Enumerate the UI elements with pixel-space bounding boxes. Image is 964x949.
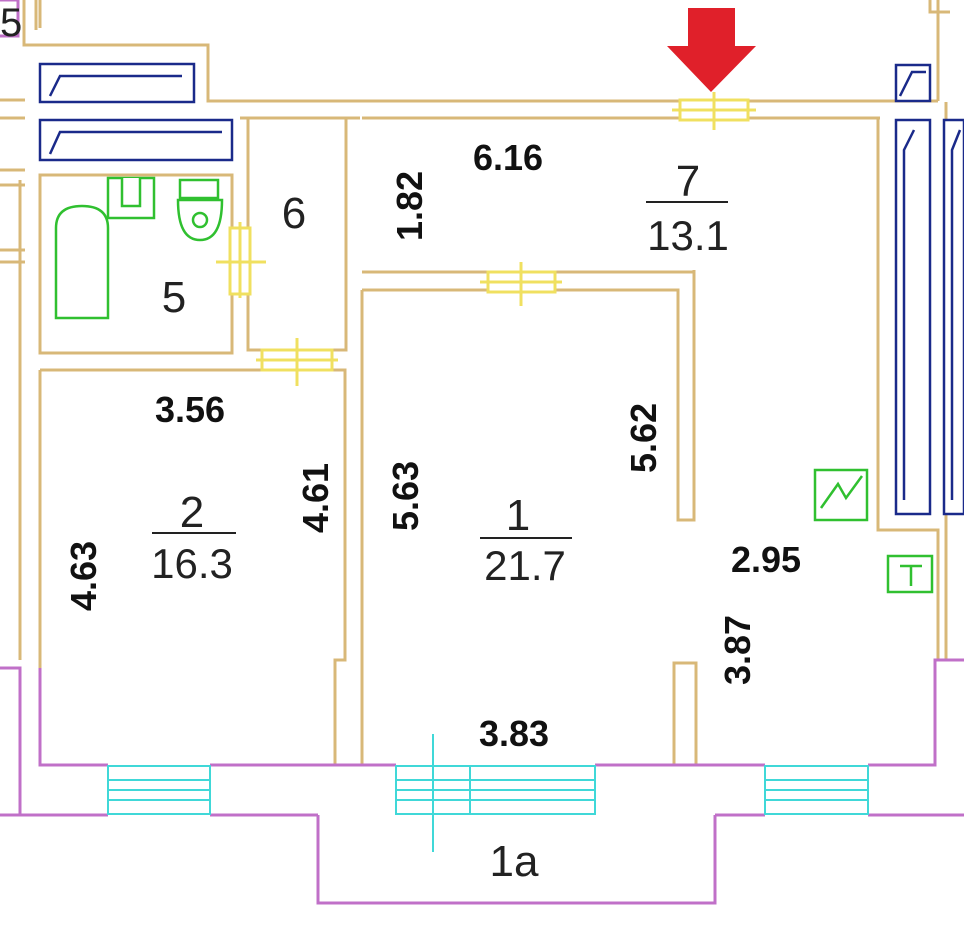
interior-walls	[18, 102, 948, 767]
dimension-1-82: 1.82	[389, 171, 430, 241]
exterior-walls	[0, 658, 964, 905]
dimension-2-95: 2.95	[731, 539, 801, 580]
stove-icon	[813, 468, 869, 522]
neighbour-corner-wall	[0, 0, 20, 38]
room-2-number: 2	[180, 488, 204, 537]
room-1a-number: 1a	[490, 837, 539, 886]
radiator-icon	[894, 118, 932, 516]
dimension-3-56: 3.56	[155, 389, 225, 430]
room-6-number: 6	[282, 189, 306, 238]
windows	[107, 734, 869, 852]
room-1-number: 1	[506, 491, 530, 540]
doors	[216, 92, 756, 386]
dimension-4-63: 4.63	[63, 541, 104, 611]
fixtures	[54, 176, 934, 594]
dimension-5-63: 5.63	[385, 461, 426, 531]
bathtub-icon	[54, 204, 110, 320]
neighbour-room-fragment-label: 5	[0, 1, 22, 45]
down-arrow-icon	[667, 8, 756, 92]
dimension-6-16: 6.16	[473, 137, 543, 178]
dimension-5-62: 5.62	[623, 403, 664, 473]
dimension-4-61: 4.61	[295, 463, 336, 533]
top-corridor-walls	[0, 0, 950, 264]
room-5-number: 5	[162, 273, 186, 322]
room-1-area: 21.7	[484, 542, 566, 589]
dimension-3-83: 3.83	[479, 713, 549, 754]
top-radiators	[38, 62, 234, 162]
toilet-tank-icon	[178, 178, 220, 200]
room-2-area: 16.3	[151, 540, 233, 587]
room-7-number: 7	[676, 157, 700, 206]
room-7-area: 13.1	[647, 212, 729, 259]
right-radiators	[894, 63, 964, 516]
dimension-3-87: 3.87	[717, 615, 758, 685]
